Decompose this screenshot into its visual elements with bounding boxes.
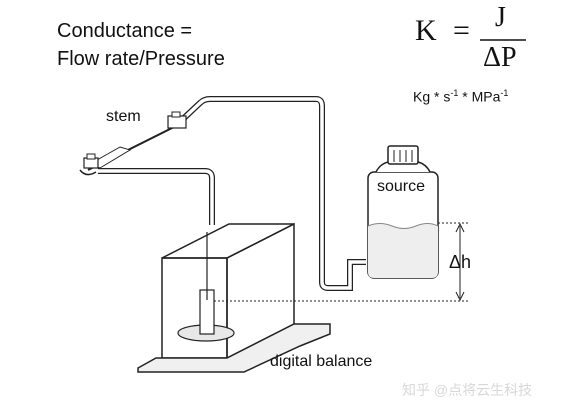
units-exp-1: -1 <box>450 88 459 98</box>
source-label: source <box>377 178 426 195</box>
title-line-1: Conductance = <box>57 20 193 42</box>
watermark: 知乎 @点将云生科技 <box>402 382 533 398</box>
units-label: Kg * s-1 * MPa-1 <box>413 88 508 105</box>
formula-numerator: J <box>495 2 506 33</box>
formula-equals: = <box>453 14 470 47</box>
delta-h-arrow <box>455 222 465 302</box>
digital-balance <box>137 222 331 373</box>
source-bottle <box>367 145 439 279</box>
stem-label: stem <box>106 108 141 125</box>
formula-lhs: K <box>415 14 437 47</box>
formula-denominator: ΔP <box>483 42 517 73</box>
units-exp-2: -1 <box>500 88 509 98</box>
tube-to-balance <box>98 168 215 225</box>
units-part-2: * MPa <box>458 88 501 105</box>
units-part-1: Kg * s <box>413 88 451 105</box>
delta-h-label: Δh <box>449 252 472 272</box>
title-line-2: Flow rate/Pressure <box>57 48 225 70</box>
digital-balance-label: digital balance <box>270 353 373 370</box>
beaker <box>177 232 235 342</box>
stem <box>79 111 187 176</box>
